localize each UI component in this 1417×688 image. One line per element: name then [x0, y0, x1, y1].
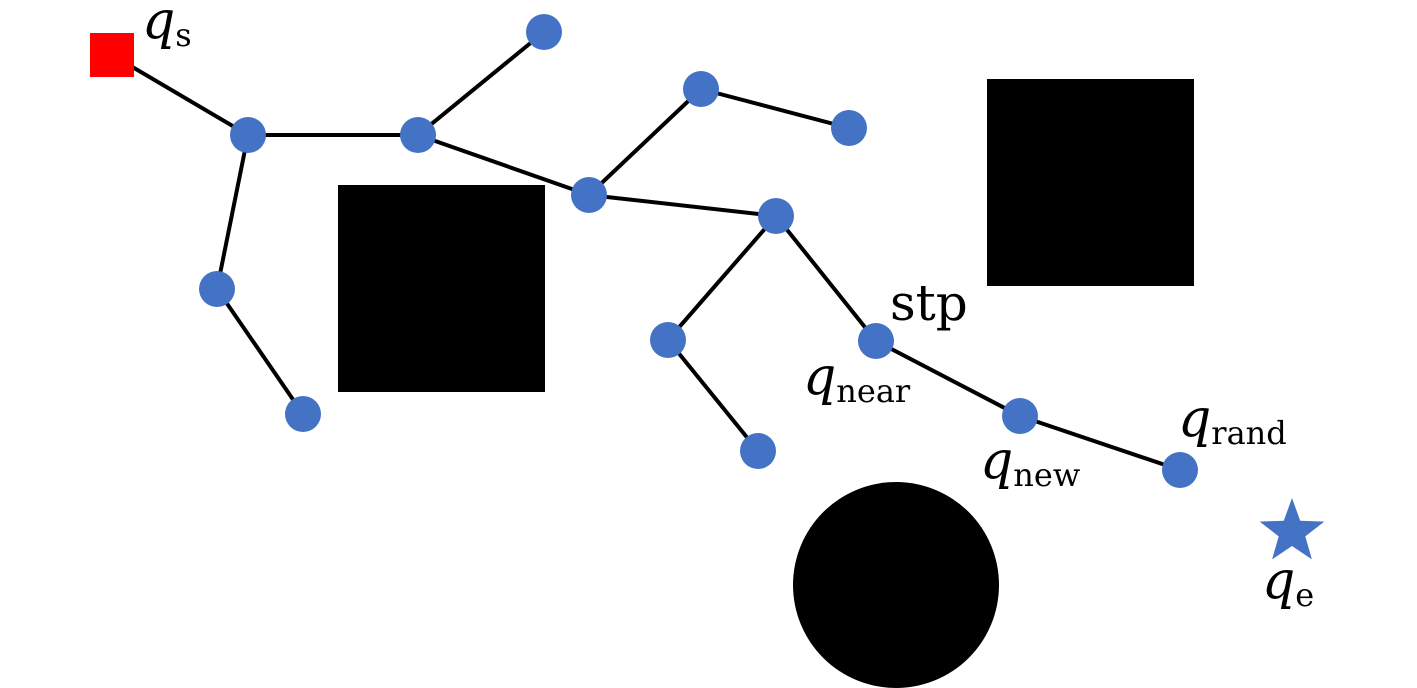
tree-node: [230, 117, 266, 153]
edge: [1019, 414, 1181, 472]
tree-node: [683, 71, 719, 107]
obstacle-square-right: [987, 79, 1194, 286]
obstacle-square-left: [338, 185, 545, 392]
rand-node: [1162, 452, 1198, 488]
label-q-rand: qrand: [1178, 389, 1287, 452]
edge: [215, 134, 250, 290]
start-node: [90, 33, 134, 77]
label-q-start: qs: [142, 0, 192, 54]
tree-node: [285, 396, 321, 432]
tree-node: [758, 198, 794, 234]
goal-star-icon: [1259, 498, 1325, 560]
label-q-new: qnew: [980, 431, 1080, 494]
label-q-near: qnear: [803, 347, 911, 410]
tree-node: [831, 110, 867, 146]
edge: [588, 193, 777, 218]
tree-node: [740, 433, 776, 469]
edge: [666, 214, 778, 342]
tree-nodes: [199, 14, 1198, 488]
edge: [416, 30, 546, 137]
tree-node: [526, 14, 562, 50]
label-q-end: qe: [1262, 551, 1314, 614]
edge: [774, 214, 878, 343]
obstacle-circle: [793, 482, 999, 688]
tree-node: [571, 177, 607, 213]
label-step: stp: [890, 274, 968, 332]
edge: [587, 87, 703, 197]
tree-node: [650, 322, 686, 358]
near-node: [858, 323, 894, 359]
tree-node: [400, 117, 436, 153]
tree-edges: [110, 30, 1181, 472]
edge: [700, 87, 850, 130]
edge: [110, 53, 250, 137]
tree-node: [199, 271, 235, 307]
edge: [417, 133, 590, 197]
new-node: [1002, 398, 1038, 434]
edge: [215, 287, 305, 416]
edge: [875, 339, 1021, 418]
edge: [666, 338, 760, 453]
